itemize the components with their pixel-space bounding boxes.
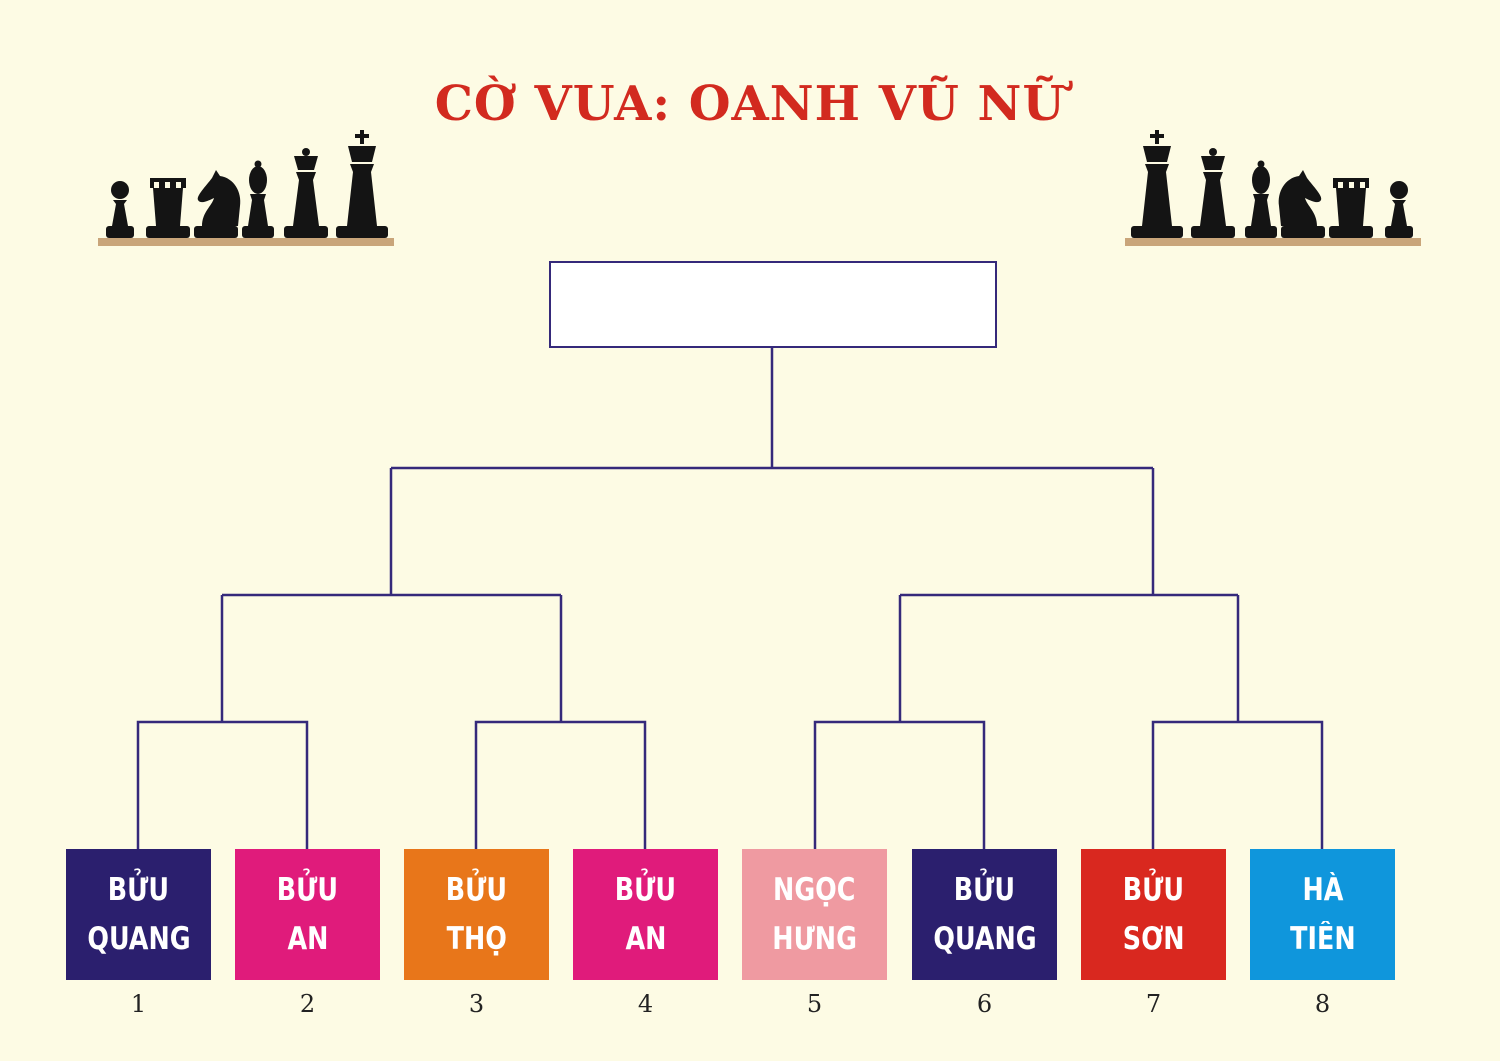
bracket-semifinal-right: [900, 468, 1238, 597]
page-title: CỜ VUA: OANH VŨ NỮ: [434, 76, 1066, 132]
team-name-line2: TIÊN: [1289, 920, 1356, 957]
team-name-line2: SƠN: [1122, 920, 1185, 957]
team-name-line1: BỬU: [614, 871, 677, 908]
seed-number-4: 4: [637, 990, 654, 1018]
team-name-line1: BỬU: [276, 871, 339, 908]
team-name-line1: BỬU: [445, 871, 508, 908]
team-box-3: BỬU THỌ: [404, 849, 549, 980]
seed-number-7: 7: [1145, 990, 1162, 1018]
bracket-final: [391, 346, 1153, 470]
chess-pieces-right-icon: [1125, 130, 1421, 246]
team-box-1: BỬU QUANG: [66, 849, 211, 980]
team-box-8: HÀ TIÊN: [1250, 849, 1395, 980]
bracket-match-5-6: [813, 595, 986, 849]
team-name-line2: AN: [287, 920, 328, 957]
team-name-line2: HƯNG: [772, 920, 857, 957]
team-name-line2: QUANG: [932, 920, 1037, 957]
chess-pieces-left-icon: [98, 130, 394, 246]
seed-number-3: 3: [468, 990, 485, 1018]
seed-number-5: 5: [806, 990, 823, 1018]
seed-number-8: 8: [1314, 990, 1331, 1018]
team-name-line2: AN: [625, 920, 666, 957]
team-name-line1: BỬU: [107, 871, 170, 908]
team-box-4: BỬU AN: [573, 849, 718, 980]
team-name-line1: NGỌC: [773, 871, 856, 908]
team-name-line1: HÀ: [1302, 871, 1343, 908]
team-box-6: BỬU QUANG: [912, 849, 1057, 980]
team-name-line1: BỬU: [1122, 871, 1185, 908]
team-name-line2: QUANG: [86, 920, 191, 957]
bracket-semifinal-left: [222, 468, 561, 597]
bracket-match-3-4: [474, 595, 647, 849]
team-box-7: BỬU SƠN: [1081, 849, 1226, 980]
winner-box: [549, 261, 997, 348]
seed-number-1: 1: [130, 990, 147, 1018]
team-name-line2: THỌ: [446, 920, 507, 957]
bracket-match-1-2: [136, 595, 309, 849]
seed-number-2: 2: [299, 990, 316, 1018]
seed-number-6: 6: [976, 990, 993, 1018]
bracket-match-7-8: [1151, 595, 1324, 849]
team-box-2: BỬU AN: [235, 849, 380, 980]
team-name-line1: BỬU: [953, 871, 1016, 908]
team-box-5: NGỌC HƯNG: [742, 849, 887, 980]
